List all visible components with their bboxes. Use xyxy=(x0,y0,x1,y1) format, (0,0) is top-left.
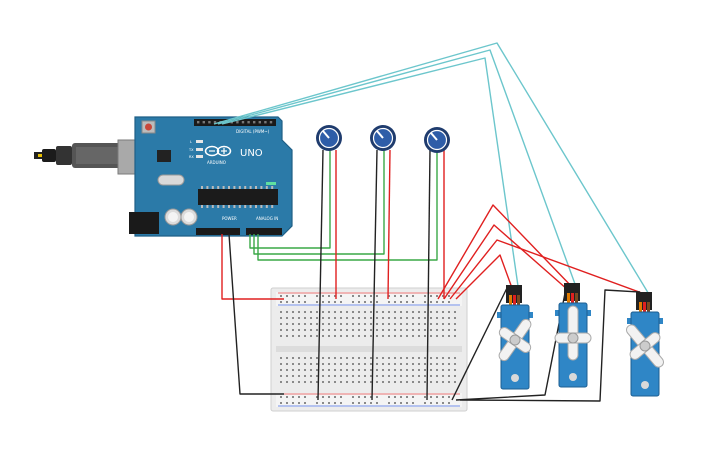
digital-header-label: DIGITAL (PWM~) xyxy=(236,129,270,134)
tx-label: TX xyxy=(188,148,194,152)
l-label: L xyxy=(190,140,192,144)
servo-motor-1[interactable] xyxy=(486,285,543,390)
potentiometer-3[interactable] xyxy=(424,127,450,153)
breadboard[interactable] xyxy=(270,287,468,412)
arduino-brand-label: ARDUINO xyxy=(207,160,226,165)
uno-label: UNO xyxy=(240,148,263,159)
arduino-uno-board[interactable]: UNO ARDUINO DIGITAL (PWM~) TX RX L POWER… xyxy=(34,116,293,237)
wire-black-gnd[interactable] xyxy=(228,233,284,395)
wire-cyan-1[interactable] xyxy=(213,42,651,297)
wire-cyan-3[interactable] xyxy=(221,57,519,287)
potentiometer-1[interactable] xyxy=(316,125,342,151)
usb-cable xyxy=(34,143,128,168)
wire-red-power[interactable] xyxy=(221,234,284,300)
wire-cyan-2[interactable] xyxy=(217,49,576,285)
rx-label: RX xyxy=(189,155,194,159)
wire-green-a2[interactable] xyxy=(257,150,438,261)
servo-motor-3[interactable] xyxy=(614,292,675,397)
servo-motor-2[interactable] xyxy=(554,283,592,388)
analog-in-label: ANALOG IN xyxy=(256,216,278,221)
wire-green-a0[interactable] xyxy=(249,150,331,249)
potentiometer-2[interactable] xyxy=(370,125,396,151)
wires xyxy=(213,42,651,402)
breadboard-holes xyxy=(280,295,456,404)
power-label: POWER xyxy=(222,216,237,221)
arduino-logo-icon xyxy=(204,145,232,157)
wire-green-a1[interactable] xyxy=(253,150,385,255)
